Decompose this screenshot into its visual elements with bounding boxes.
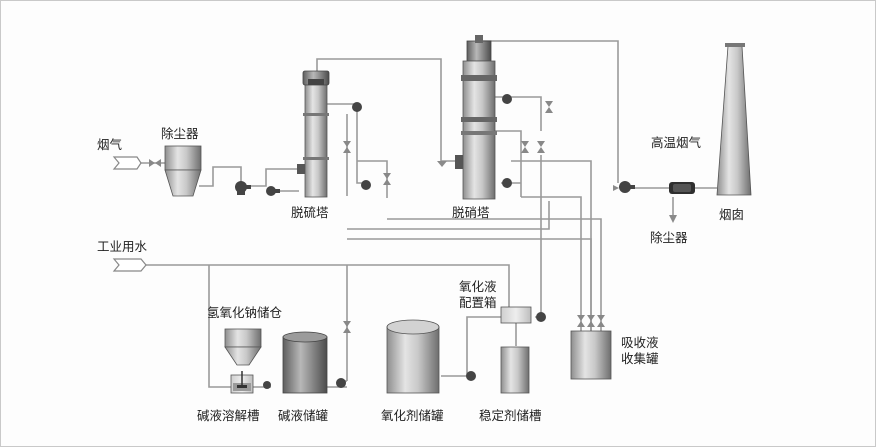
chimney-label: 烟囱 [719,207,745,222]
stabilizer-storage-tank [500,346,530,394]
naoh-silo-label: 氢氧化钠储仓 [207,305,283,320]
pump-icon [336,378,346,388]
denitrification-tower [455,35,497,200]
chimney [716,43,752,196]
dust-collector-1-label: 除尘器 [161,126,199,141]
pump-icon [266,186,280,196]
pump-icon [619,181,635,193]
pump-icon [502,178,512,188]
alkali-storage-tank-label: 碱液储罐 [278,408,329,423]
oxidant-prep-box-label-line1: 氧化液 [459,279,497,294]
alkali-dissolving-tank-label: 碱液溶解槽 [197,408,260,423]
industrial-water-inlet-nozzle [112,258,147,272]
desulfurization-tower-label: 脱硫塔 [291,205,329,220]
oxidant-prep-box-label-line2: 配置箱 [459,295,497,310]
pump-icon [352,102,362,112]
industrial-water-label: 工业用水 [97,239,148,254]
oxidant-storage-tank [386,319,440,394]
absorbent-tank-label-line1: 吸收液 [621,335,659,350]
stabilizer-storage-tank-label: 稳定剂储槽 [479,408,542,423]
alkali-storage-tank [282,331,328,394]
arrow-icon [437,161,677,223]
dust-collector-2-label: 除尘器 [650,230,688,245]
flue-gas-label: 烟气 [97,137,123,152]
alkali-dissolving-tank [230,371,254,394]
pump-icon [502,94,512,104]
naoh-silo [224,328,262,366]
high-temp-flue-gas-label: 高温烟气 [651,135,702,150]
pump-icon [361,180,371,190]
pump-icon [235,181,251,195]
oxidant-prep-box [500,306,532,324]
heat-exchanger [669,182,695,194]
dust-collector-1 [164,145,202,197]
absorbent-tank-label-line2: 收集罐 [621,351,659,366]
desulfurization-tower [297,70,330,198]
pump-icon [536,312,546,322]
oxidant-storage-tank-label: 氧化剂储罐 [381,408,444,423]
valve-icon [149,101,605,333]
pump-icon [466,371,476,381]
absorbent-collection-tank [570,330,612,380]
denitrification-tower-label: 脱硝塔 [452,205,490,220]
pump-icon [263,381,271,389]
flue-gas-inlet-nozzle [112,156,142,170]
